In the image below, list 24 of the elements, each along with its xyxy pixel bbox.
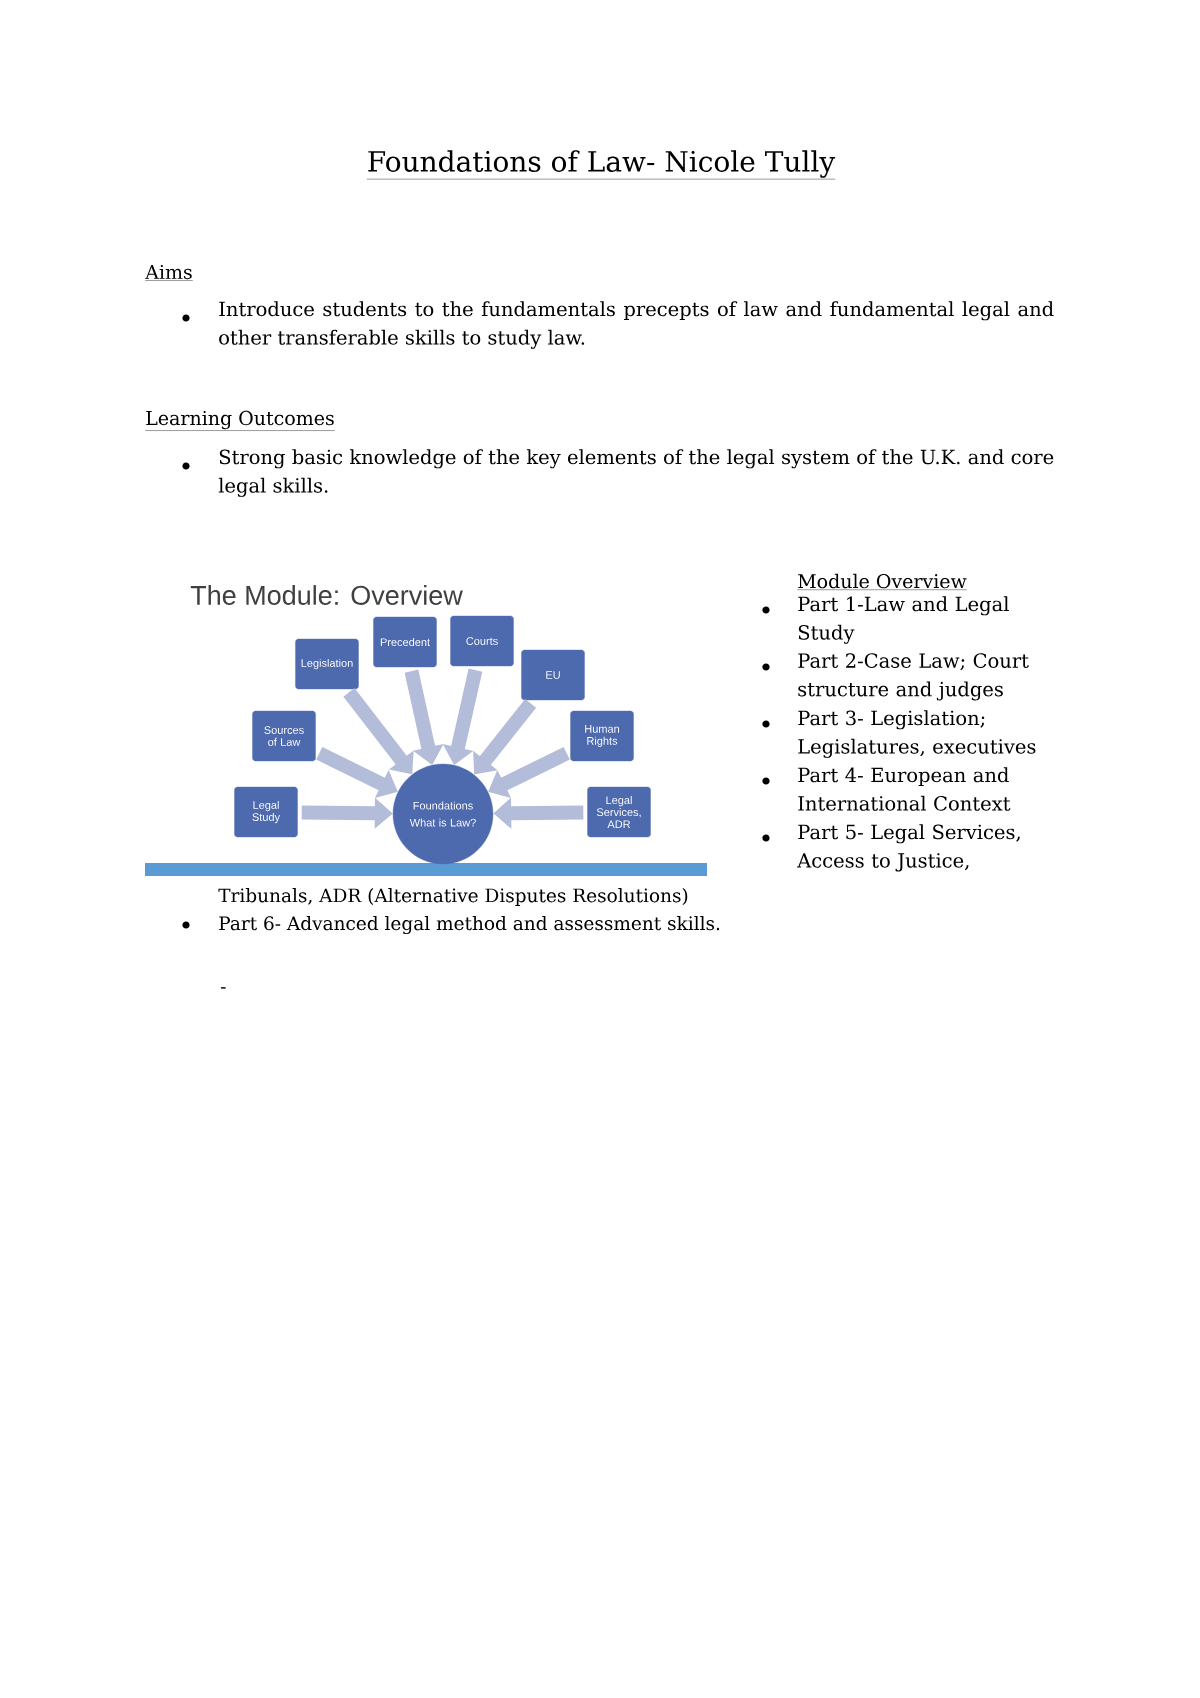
topic-box: Legal Study <box>234 786 298 838</box>
bullet-text: Introduce students to the fundamentals precepts of law and fundamental legal and other transferable skills to study law. <box>219 301 1054 349</box>
topic-box: Legislation <box>295 638 359 690</box>
topic-box: Legal Services, ADR <box>587 786 651 838</box>
topic-box: EU <box>521 649 585 701</box>
arrow <box>473 699 537 775</box>
bullet-text: Part 3- Legislation; Legislatures, executives <box>798 710 1036 758</box>
bullet-text: Part 5- Legal Services, Access to Justice, <box>797 824 1020 872</box>
bullet-text: Strong basic knowledge of the key elements of the legal system of the U.K. and core legal skills. <box>218 449 1054 497</box>
topic-box: Courts <box>450 615 514 667</box>
slide-title: The Module: Overview <box>190 585 463 605</box>
section-heading: Aims <box>145 264 193 281</box>
section-heading: Module Overview <box>797 573 968 590</box>
section-heading: Learning Outcomes <box>145 410 335 431</box>
topic-box: Sources of Law <box>252 710 316 762</box>
text-line: Tribunals, ADR (Alternative Disputes Resolutions) <box>218 888 688 906</box>
text-line: Part 6- Advanced legal method and assessment skills. <box>219 915 720 935</box>
topic-box: Human Rights <box>570 710 634 762</box>
page-title: Foundations of Law- Nicole Tully <box>366 150 836 180</box>
topic-box: Precedent <box>373 616 437 668</box>
bullet-text: Part 2-Case Law; Court structure and judges <box>798 653 1029 701</box>
bullet-text: Part 1-Law and Legal Study <box>798 596 1009 644</box>
text-line: - <box>221 987 226 989</box>
bullet-text: Part 4- European and International Context <box>798 767 1011 811</box>
